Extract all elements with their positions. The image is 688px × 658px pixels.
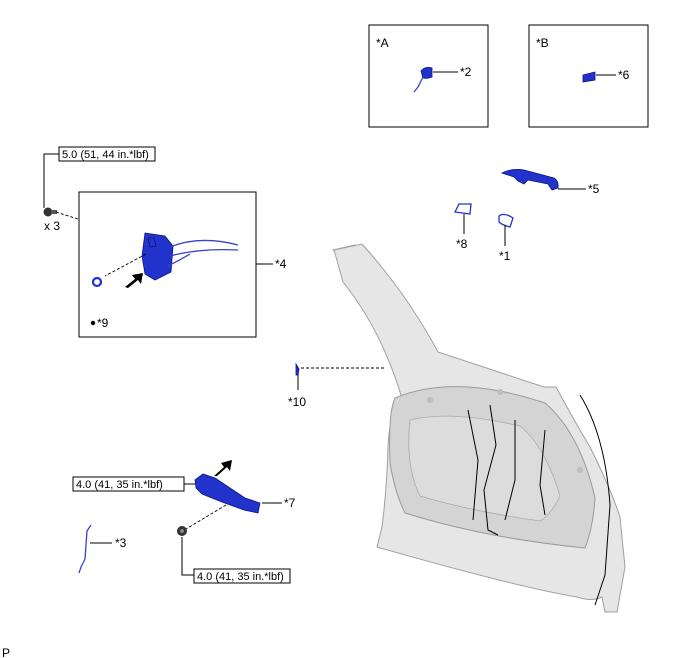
- inset-a-handle-part: [420, 67, 433, 79]
- top-torque-leader: [43, 153, 59, 208]
- frame-arrow-icon: [214, 460, 232, 476]
- handle-frame-group: 4.0 (41, 35 in.*lbf) *7 4.0 (41, 35 in.*…: [72, 460, 296, 584]
- handle-frame-label: *7: [284, 496, 296, 510]
- door-hole-3: [577, 467, 583, 473]
- lock-cable-upper: [169, 239, 239, 248]
- door-rib-2: [504, 420, 516, 521]
- part-1-group: *1: [498, 213, 514, 263]
- part-3-group: *3: [78, 524, 127, 574]
- part-8-label: *8: [456, 237, 468, 251]
- door-rib-1: [483, 404, 499, 536]
- part-3-label: *3: [115, 536, 127, 550]
- inset-a: *A *2: [368, 24, 489, 128]
- inset-a-part-label: *2: [460, 65, 472, 79]
- outside-handle-part: [500, 169, 559, 191]
- part-10-group: *10: [288, 362, 385, 409]
- door-hinge-edge: [579, 394, 611, 606]
- inset-a-tag: *A: [376, 36, 389, 50]
- door-rib-3: [539, 429, 546, 516]
- part-10-label: *10: [288, 395, 306, 409]
- lock-cable-middle: [169, 248, 239, 257]
- lock-cable-lower: [167, 253, 191, 267]
- inset-b-part-label: *6: [618, 68, 630, 82]
- door-hole-1: [427, 397, 433, 403]
- part-10-clip: [295, 362, 300, 376]
- seal-dashed-line: [104, 253, 147, 277]
- door-inner-plate: [408, 415, 561, 522]
- outside-handle-label: *5: [588, 182, 600, 196]
- handle-frame-part: [194, 473, 261, 514]
- mid-torque-label: 4.0 (41, 35 in.*lbf): [76, 479, 163, 491]
- grease-dot-icon: [90, 320, 96, 326]
- part-1-pad: [498, 213, 514, 228]
- outside-handle-group: *5: [500, 169, 600, 196]
- bottom-torque-box: [193, 568, 291, 584]
- seal-ring-part: [91, 276, 103, 288]
- part-8-pad: [454, 203, 472, 215]
- inset-b-cap-part: [582, 71, 596, 83]
- door-lock-group: *9 *4: [78, 191, 287, 338]
- door-hole-2: [497, 389, 503, 395]
- inset-b-tag: *B: [536, 36, 549, 50]
- corner-mark: P: [2, 646, 10, 658]
- door-panel: [332, 243, 626, 613]
- inset-b: *B *6: [528, 24, 649, 128]
- frame-bolt-dashed-line: [185, 504, 227, 530]
- inset-a-cable: [413, 76, 424, 93]
- bottom-torque-leader: [181, 537, 194, 576]
- door-rib-4: [467, 409, 479, 521]
- door-lock-part: [141, 232, 174, 281]
- door-lock-label: *4: [275, 257, 287, 271]
- install-arrow-icon: [125, 273, 143, 288]
- seal-ring-label: *9: [97, 316, 109, 330]
- part-8-group: *8: [454, 203, 472, 251]
- part-3-rod: [78, 524, 92, 574]
- top-torque-group: 5.0 (51, 44 in.*lbf) x 3: [43, 146, 156, 242]
- frame-bolt-icon: [177, 526, 187, 536]
- top-torque-label: 5.0 (51, 44 in.*lbf): [62, 149, 149, 161]
- bottom-torque-label: 4.0 (41, 35 in.*lbf): [197, 571, 284, 583]
- door-lock-detail: [147, 237, 157, 248]
- lock-screw-icon: [43, 207, 57, 217]
- screw-quantity: x 3: [44, 219, 60, 233]
- part-1-label: *1: [499, 249, 511, 263]
